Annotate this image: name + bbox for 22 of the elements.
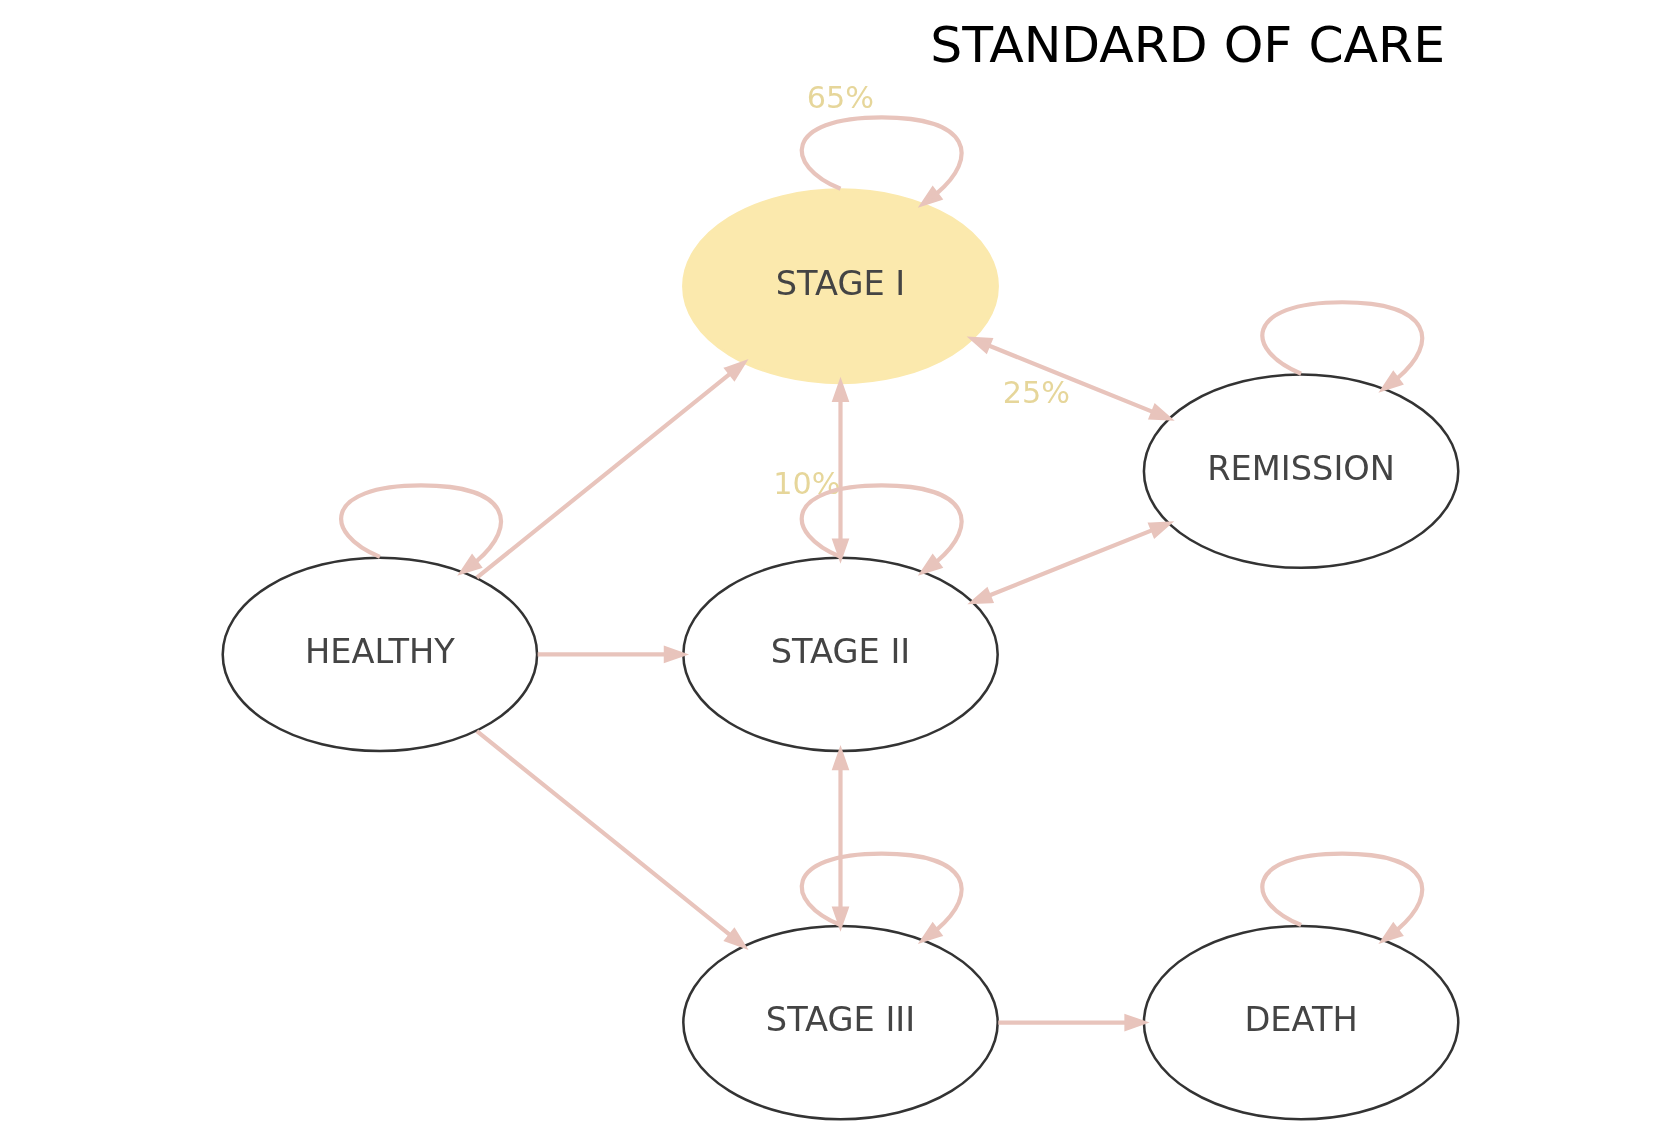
edge-label: 10%	[772, 465, 840, 501]
edge-label: 65%	[806, 79, 874, 115]
arrow	[1259, 300, 1424, 393]
arrow	[338, 483, 503, 576]
arrow	[831, 376, 849, 564]
arrow	[475, 358, 749, 580]
diagram-title: STANDARD OF CARE	[929, 14, 1445, 74]
edge-label: 25%	[1002, 374, 1070, 410]
arrow	[537, 645, 689, 664]
node-ellipse: HEALTHY	[220, 556, 538, 753]
arrow	[966, 336, 1175, 421]
arrow	[799, 851, 963, 944]
arrow	[475, 729, 749, 950]
arrow	[1259, 851, 1424, 944]
node-ellipse: STAGE II	[681, 556, 999, 753]
node-ellipse: DEATH	[1142, 924, 1460, 1121]
node-ellipse: REMISSION	[1142, 373, 1460, 570]
arrow	[966, 521, 1174, 605]
arrow	[799, 483, 963, 576]
arrow	[831, 744, 849, 932]
arrow	[997, 1013, 1150, 1032]
arrow	[799, 115, 963, 208]
